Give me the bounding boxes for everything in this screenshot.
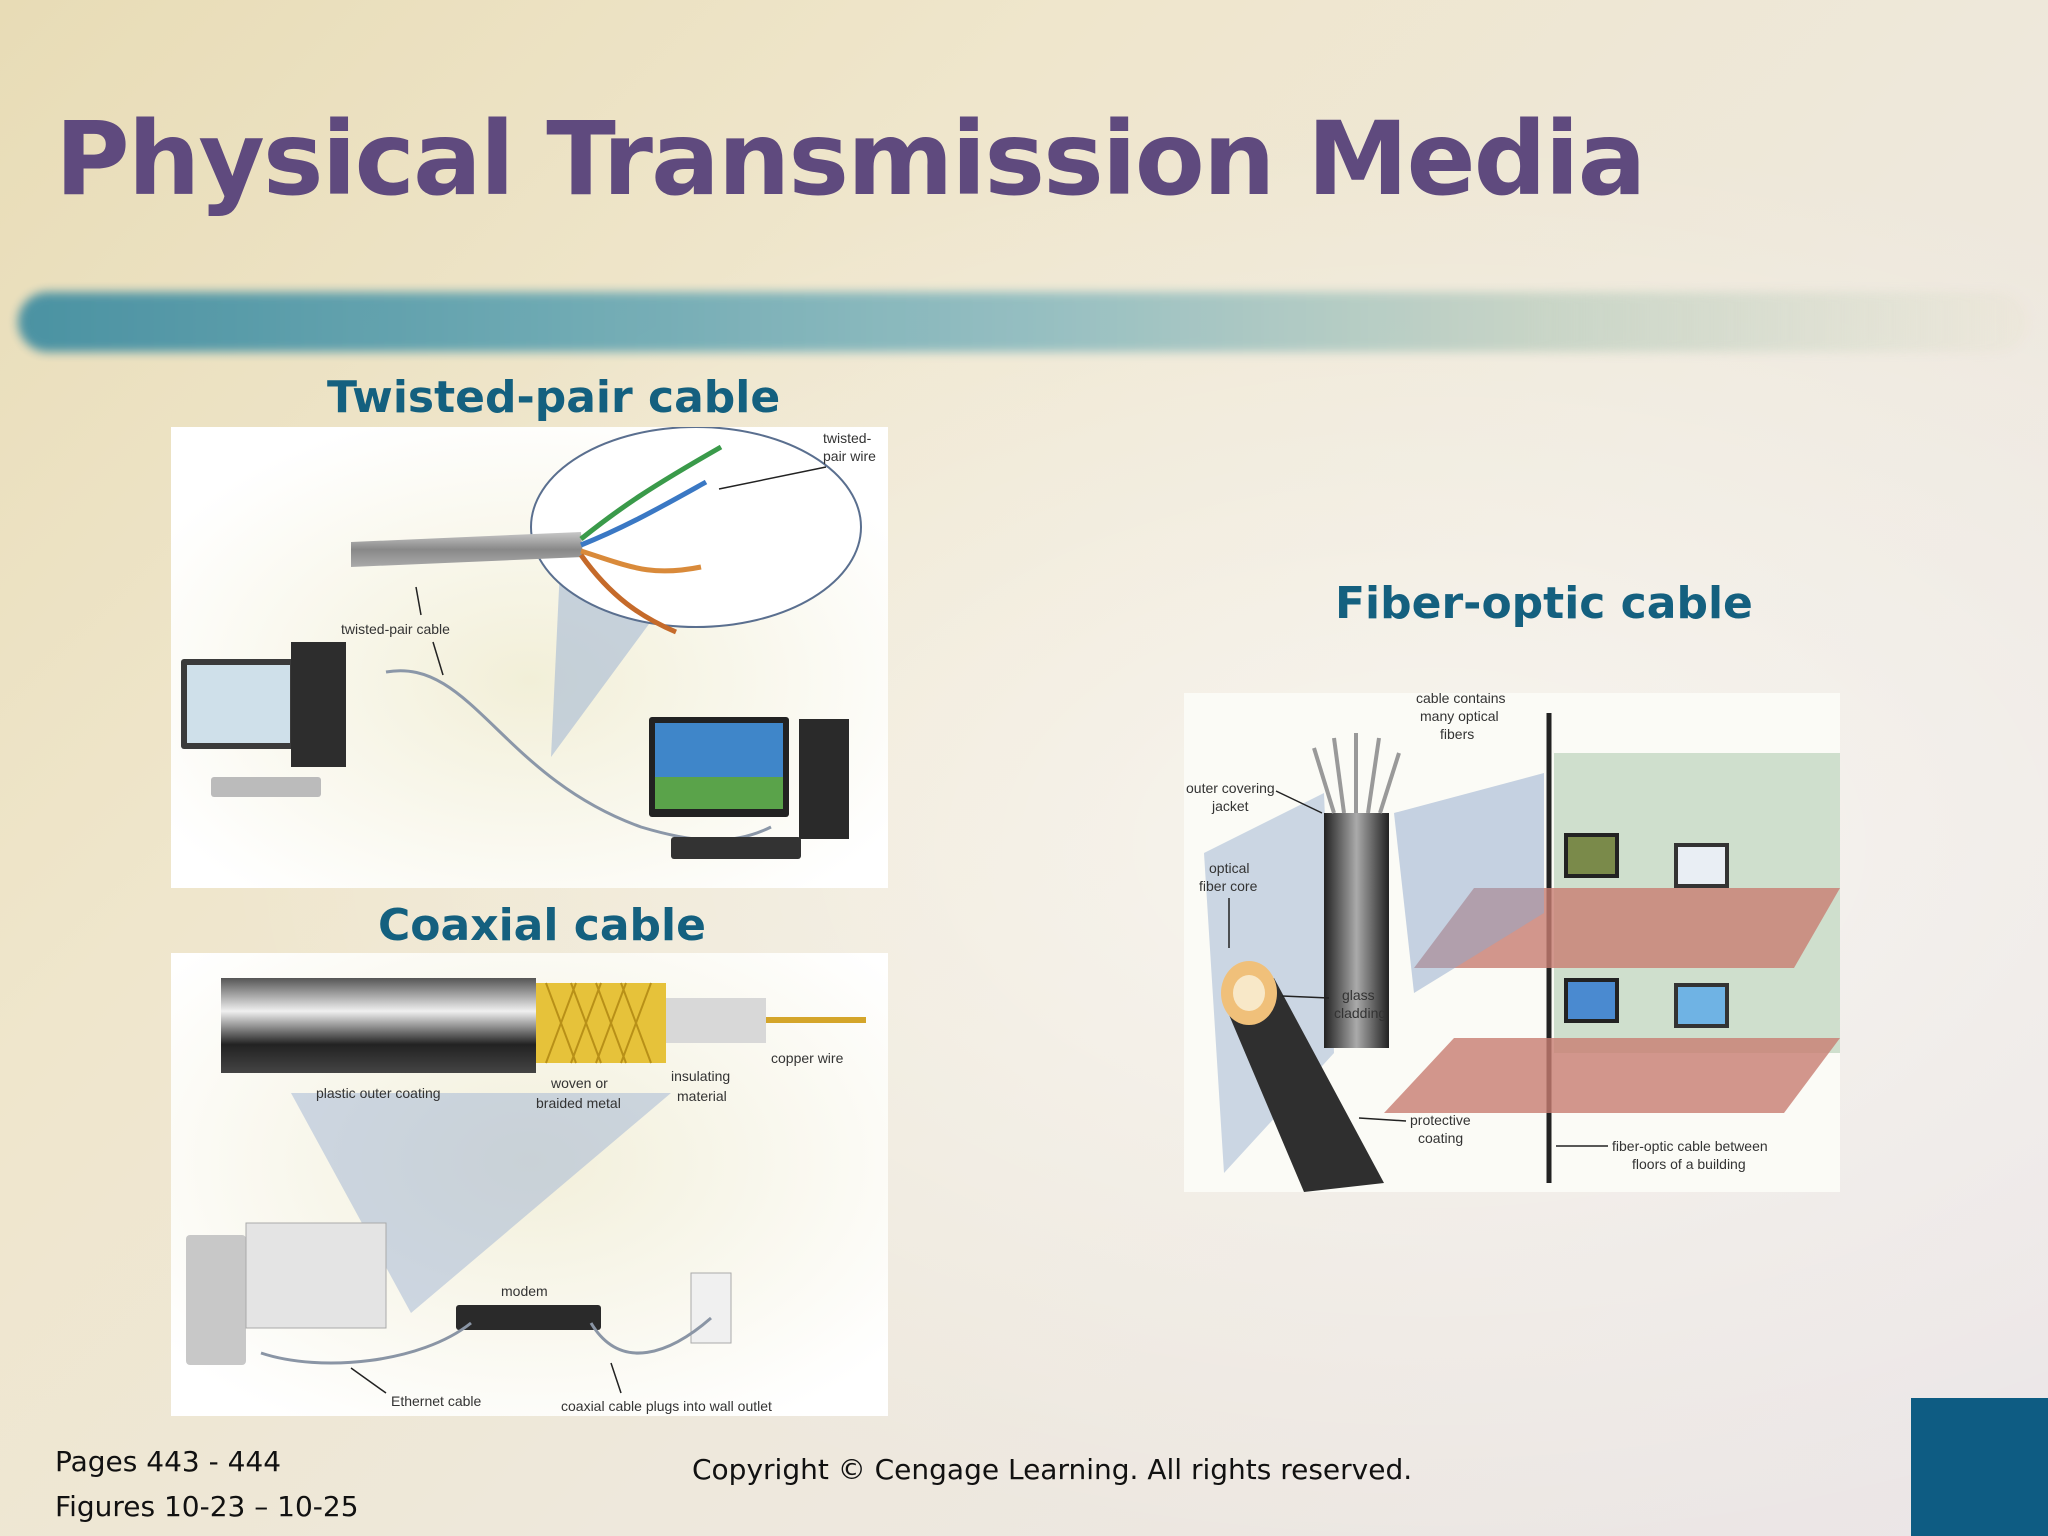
fo-core-label-2: fiber core bbox=[1199, 878, 1258, 894]
fo-contains-label-1: cable contains bbox=[1416, 693, 1506, 706]
wall-outlet bbox=[690, 1272, 732, 1344]
coax-insulating-label-1: insulating bbox=[671, 1068, 730, 1084]
modem-label: modem bbox=[501, 1283, 548, 1299]
magnifier-ellipse bbox=[530, 427, 862, 628]
coax-outer-coating bbox=[221, 978, 536, 1073]
computer-monitor bbox=[245, 1222, 387, 1329]
fiber-bundle-jacket bbox=[1324, 813, 1389, 1048]
title-divider-bar bbox=[18, 292, 2028, 352]
left-tower bbox=[291, 642, 346, 767]
twisted-pair-caption: Twisted-pair cable bbox=[327, 372, 781, 423]
coaxial-caption: Coaxial cable bbox=[378, 900, 706, 951]
fo-core-label-1: optical bbox=[1209, 860, 1249, 876]
fo-outer-label-1: outer covering bbox=[1186, 780, 1275, 796]
corner-accent-block bbox=[1911, 1398, 2048, 1536]
computer-tower bbox=[186, 1235, 246, 1365]
coax-insulating-label-2: material bbox=[677, 1088, 727, 1104]
fo-contains-label-2: many optical bbox=[1420, 708, 1499, 724]
fiber-closeup bbox=[1224, 978, 1384, 1192]
twisted-pair-wire-label-2: pair wire bbox=[823, 448, 876, 464]
coax-plastic-label: plastic outer coating bbox=[316, 1085, 441, 1101]
right-keyboard bbox=[671, 837, 801, 859]
cable-jacket bbox=[351, 532, 583, 567]
wall-outlet-label: coaxial cable plugs into wall outlet bbox=[561, 1398, 772, 1414]
fiber-optic-figure: cable contains many optical fibers outer… bbox=[1184, 693, 1840, 1192]
fo-cladding-label-2: cladding bbox=[1334, 1005, 1386, 1021]
left-keyboard bbox=[211, 777, 321, 797]
ethernet-label: Ethernet cable bbox=[391, 1393, 481, 1409]
slide-title: Physical Transmission Media bbox=[55, 100, 1646, 219]
fo-protective-label-2: coating bbox=[1418, 1130, 1463, 1146]
fo-cladding-label-1: glass bbox=[1342, 987, 1375, 1003]
modem-device bbox=[456, 1305, 601, 1330]
coax-woven-label-1: woven or bbox=[550, 1075, 608, 1091]
fo-between-label-2: floors of a building bbox=[1632, 1156, 1746, 1172]
footer-figures: Figures 10-23 – 10-25 bbox=[55, 1490, 359, 1523]
fo-contains-label-3: fibers bbox=[1440, 726, 1474, 742]
right-tower bbox=[799, 719, 849, 839]
footer-pages: Pages 443 - 444 bbox=[55, 1445, 282, 1478]
coax-copper-wire bbox=[766, 1017, 866, 1023]
lower-floor bbox=[1384, 1038, 1840, 1113]
footer-copyright: Copyright © Cengage Learning. All rights… bbox=[692, 1453, 1413, 1486]
twisted-pair-cable-label: twisted-pair cable bbox=[341, 621, 450, 637]
fo-protective-label-1: protective bbox=[1410, 1112, 1471, 1128]
fo-outer-label-2: jacket bbox=[1211, 798, 1249, 814]
twisted-pair-wire-label-1: twisted- bbox=[823, 430, 872, 446]
fiber-optic-caption: Fiber-optic cable bbox=[1335, 578, 1753, 629]
fo-between-label-1: fiber-optic cable between bbox=[1612, 1138, 1768, 1154]
twisted-pair-figure: twisted- pair wire twisted-pair cable bbox=[171, 427, 888, 888]
coax-insulating bbox=[666, 998, 766, 1043]
coaxial-figure: copper wire plastic outer coating woven … bbox=[171, 953, 888, 1416]
coax-woven-label-2: braided metal bbox=[536, 1095, 621, 1111]
coax-copper-label: copper wire bbox=[771, 1050, 844, 1066]
